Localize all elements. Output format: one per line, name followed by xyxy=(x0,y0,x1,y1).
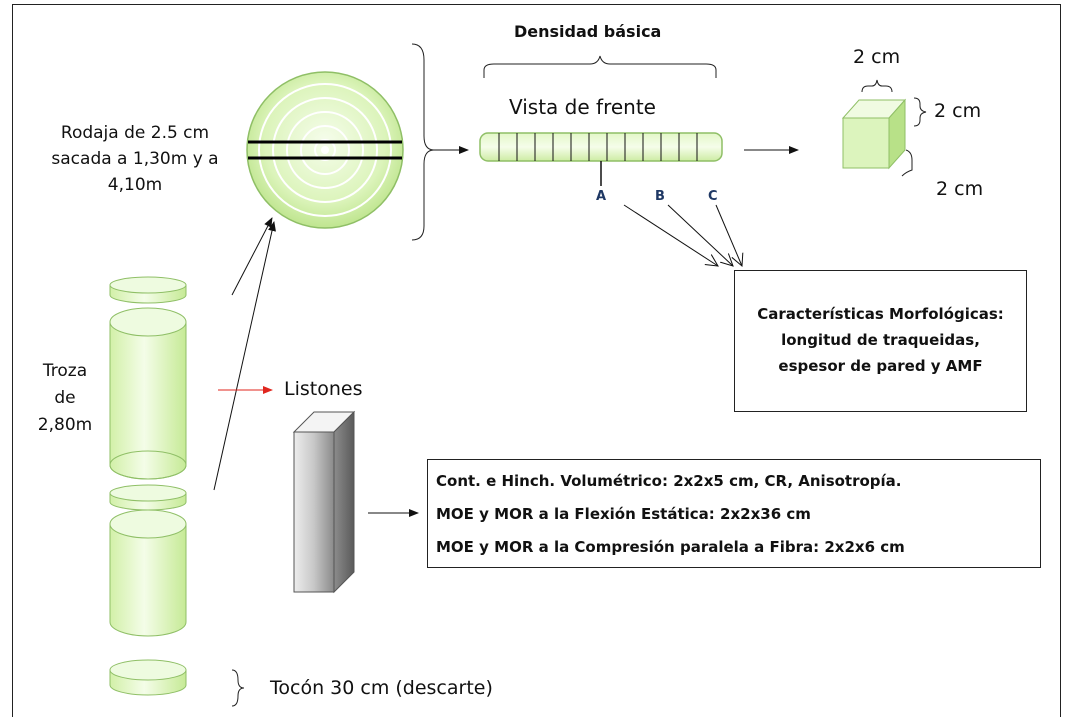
rodaja-line-3: 4,10m xyxy=(107,175,163,195)
morfologicas-line-1: Características Morfológicas: xyxy=(757,305,1004,323)
morfologicas-box: Características Morfológicas: longitud d… xyxy=(734,270,1027,412)
letter-a: A xyxy=(596,189,607,204)
arrow-slice-to-disc-1 xyxy=(231,217,273,296)
morfologicas-line-2: longitud de traqueidas, xyxy=(781,331,980,349)
top-thin-slice xyxy=(109,276,187,304)
arrow-C-to-morfologicas xyxy=(715,204,742,266)
lower-log xyxy=(109,509,187,637)
liston-bar xyxy=(292,410,356,594)
arrow-B-to-morfologicas xyxy=(667,204,733,266)
densidad-title: Densidad básica xyxy=(514,22,662,41)
troza-line-1: Troza xyxy=(42,361,88,381)
disc-brace xyxy=(411,43,435,241)
troza-log xyxy=(109,307,187,480)
troza-line-2: de xyxy=(54,388,76,408)
cube-bottom-brace xyxy=(901,149,913,177)
diagram-frame xyxy=(12,4,1061,717)
tocon-brace xyxy=(231,669,245,707)
cube-top-dimension: 2 cm xyxy=(853,46,901,68)
rodaja-label: Rodaja de 2.5 cm sacada a 1,30m y a 4,10… xyxy=(32,120,238,198)
ensayos-box: Cont. e Hinch. Volumétrico: 2x2x5 cm, CR… xyxy=(427,459,1041,568)
cube-top-brace xyxy=(861,79,893,93)
rodaja-line-2: sacada a 1,30m y a xyxy=(51,149,219,169)
tocon-stump xyxy=(109,659,187,696)
arrow-slice-to-disc-2 xyxy=(213,221,276,491)
troza-line-3: 2,80m xyxy=(37,415,93,435)
troza-label: Troza de 2,80m xyxy=(26,358,104,439)
listones-label: Listones xyxy=(284,378,363,400)
middle-thin-slice xyxy=(109,484,187,511)
ensayos-line-3: MOE y MOR a la Compresión paralela a Fib… xyxy=(436,538,905,556)
tocon-label: Tocón 30 cm (descarte) xyxy=(270,677,493,699)
sample-cube xyxy=(841,98,907,170)
letter-c: C xyxy=(708,189,718,204)
vista-frente-label: Vista de frente xyxy=(509,95,656,119)
cube-right-brace xyxy=(913,97,927,127)
ensayos-line-2: MOE y MOR a la Flexión Estática: 2x2x36 … xyxy=(436,505,811,523)
rodaja-line-1: Rodaja de 2.5 cm xyxy=(60,123,210,143)
arrow-A-to-morfologicas xyxy=(623,204,718,266)
densidad-brace xyxy=(483,55,717,78)
rodaja-disc xyxy=(246,71,404,229)
vista-frente-strip xyxy=(479,132,723,186)
cube-right-dimension: 2 cm xyxy=(934,100,982,122)
ensayos-line-1: Cont. e Hinch. Volumétrico: 2x2x5 cm, CR… xyxy=(436,472,902,490)
letter-b: B xyxy=(655,189,665,204)
cube-bottom-dimension: 2 cm xyxy=(936,178,984,200)
morfologicas-line-3: espesor de pared y AMF xyxy=(778,357,983,375)
